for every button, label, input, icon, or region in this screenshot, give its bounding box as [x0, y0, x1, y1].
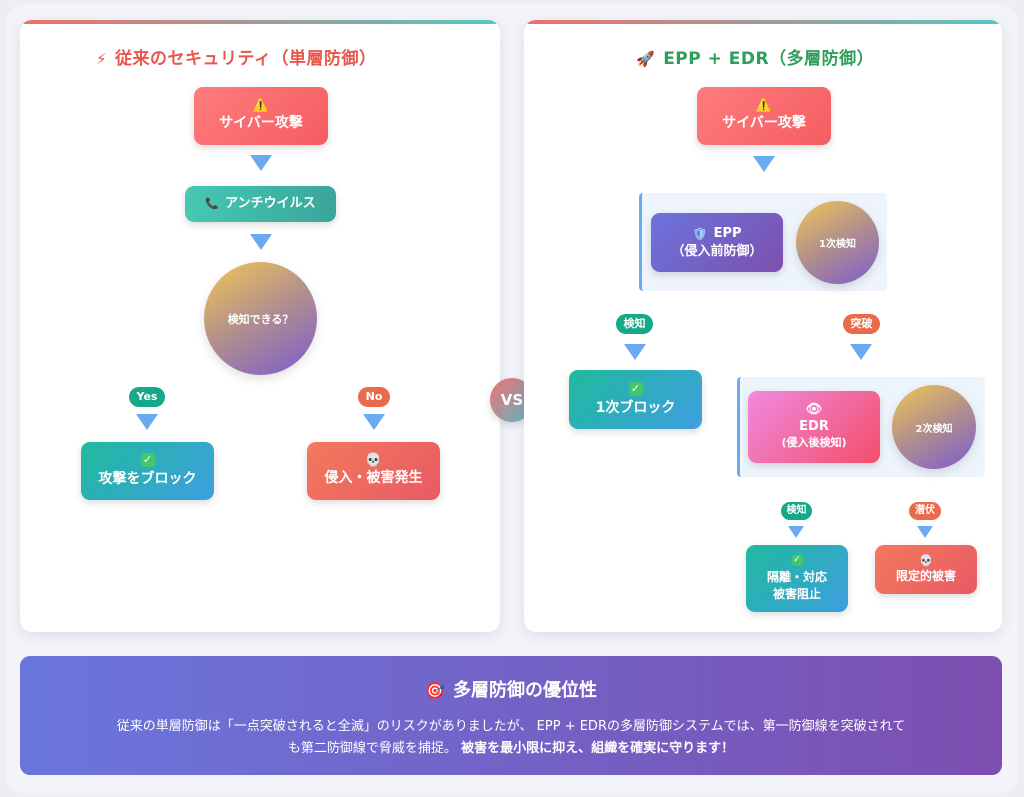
hide-badge: 潜伏	[909, 502, 941, 520]
detection-decision-circle: 検知できる？	[204, 262, 317, 375]
target-icon: 🎯	[425, 681, 445, 700]
antivirus-label: アンチウイルス	[225, 196, 316, 212]
checkmark-icon: ✓	[628, 381, 643, 396]
arrow-down-icon	[363, 414, 385, 430]
first-detect-label: 1次検知	[819, 239, 856, 250]
arrow-down-icon	[850, 344, 872, 360]
checkmark-icon: ✓	[140, 453, 155, 468]
breach-label: 侵入・被害発生	[324, 470, 423, 487]
edr-box: 👁 EDR (侵入後検知)	[748, 391, 880, 463]
arrow-down-icon	[136, 414, 158, 430]
rocket-icon: 🚀	[636, 50, 656, 68]
limited-damage-box: 💀 限定的被害	[875, 545, 977, 594]
left-attack-label: サイバー攻撃	[219, 115, 303, 132]
block-label: 攻撃をブロック	[98, 471, 197, 488]
breach-damage-box: 💀 侵入・被害発生	[307, 442, 440, 500]
banner-body-line2: も第二防御線で脅威を捕捉。 被害を最小限に抑え、組織を確実に守ります！	[50, 738, 972, 760]
left-panel-title: ⚡ 従来のセキュリティ（単層防御）	[96, 44, 377, 69]
detect-badge-2: 検知	[781, 502, 812, 520]
decision-label: 検知できる？	[227, 312, 294, 326]
left-cyber-attack-box: ⚠️ サイバー攻撃	[194, 87, 328, 145]
warning-icon: ⚠️	[252, 98, 270, 114]
banner-title: 🎯 多層防御の優位性	[20, 676, 1002, 702]
shield-icon: 🛡	[692, 226, 708, 241]
isolate-box: ✓ 隔離・対応 被害阻止	[746, 545, 848, 612]
arrow-down-icon	[624, 344, 646, 360]
first-block-box: ✓ 1次ブロック	[569, 370, 702, 429]
edr-subtitle: (侵入後検知)	[781, 435, 847, 449]
breakthrough-badge: 突破	[843, 314, 880, 334]
banner-body-line1: 従来の単層防御は「一点突破されると全滅」のリスクがありましたが、 EPP + E…	[116, 719, 906, 734]
right-cyber-attack-box: ⚠️ サイバー攻撃	[697, 87, 831, 145]
isolate-line1: 隔離・対応	[766, 570, 827, 585]
block-attack-box: ✓ 攻撃をブロック	[81, 442, 214, 500]
arrow-down-icon	[250, 234, 272, 250]
checkmark-icon: ✓	[791, 555, 803, 567]
no-badge: No	[358, 387, 390, 407]
warning-icon: ⚠️	[755, 98, 773, 114]
detect-badge: 検知	[616, 314, 653, 334]
epp-title: EPP	[713, 225, 742, 241]
right-attack-label: サイバー攻撃	[722, 115, 806, 132]
banner-title-text: 多層防御の優位性	[452, 680, 597, 701]
banner-body: 従来の単層防御は「一点突破されると全滅」のリスクがありましたが、 EPP + E…	[50, 716, 972, 760]
advantage-banner: 🎯 多層防御の優位性 従来の単層防御は「一点突破されると全滅」のリスクがありました…	[20, 656, 1002, 775]
right-panel-title: 🚀 EPP + EDR（多層防御）	[636, 44, 874, 69]
antivirus-box: 📞 アンチウイルス	[185, 186, 336, 222]
skull-icon: 💀	[919, 553, 933, 567]
epp-box: 🛡 EPP （侵入前防御）	[651, 213, 783, 272]
eye-icon: 👁	[805, 402, 823, 418]
lightning-icon: ⚡	[96, 50, 108, 68]
limited-label: 限定的被害	[895, 568, 956, 583]
isolate-line2: 被害阻止	[772, 586, 821, 601]
edr-title: EDR	[799, 419, 829, 435]
banner-body-strong: 被害を最小限に抑え、組織を確実に守ります！	[461, 741, 735, 756]
second-detect-label: 2次検知	[915, 423, 953, 435]
skull-icon: 💀	[365, 453, 382, 469]
arrow-down-icon	[917, 526, 933, 538]
first-block-label: 1次ブロック	[595, 399, 676, 416]
banner-body-plain: も第二防御線で脅威を捕捉。	[287, 741, 457, 756]
arrow-down-icon	[788, 526, 804, 538]
left-title-text: 従来のセキュリティ（単層防御）	[115, 49, 377, 69]
yes-badge: Yes	[129, 387, 165, 407]
phone-icon: 📞	[205, 196, 220, 210]
arrow-down-icon	[753, 156, 775, 172]
epp-subtitle: （侵入前防御）	[671, 243, 763, 259]
first-detection-circle: 1次検知	[796, 201, 879, 284]
arrow-down-icon	[250, 155, 272, 171]
right-title-text: EPP + EDR（多層防御）	[663, 49, 875, 69]
second-detection-circle: 2次検知	[892, 385, 976, 469]
